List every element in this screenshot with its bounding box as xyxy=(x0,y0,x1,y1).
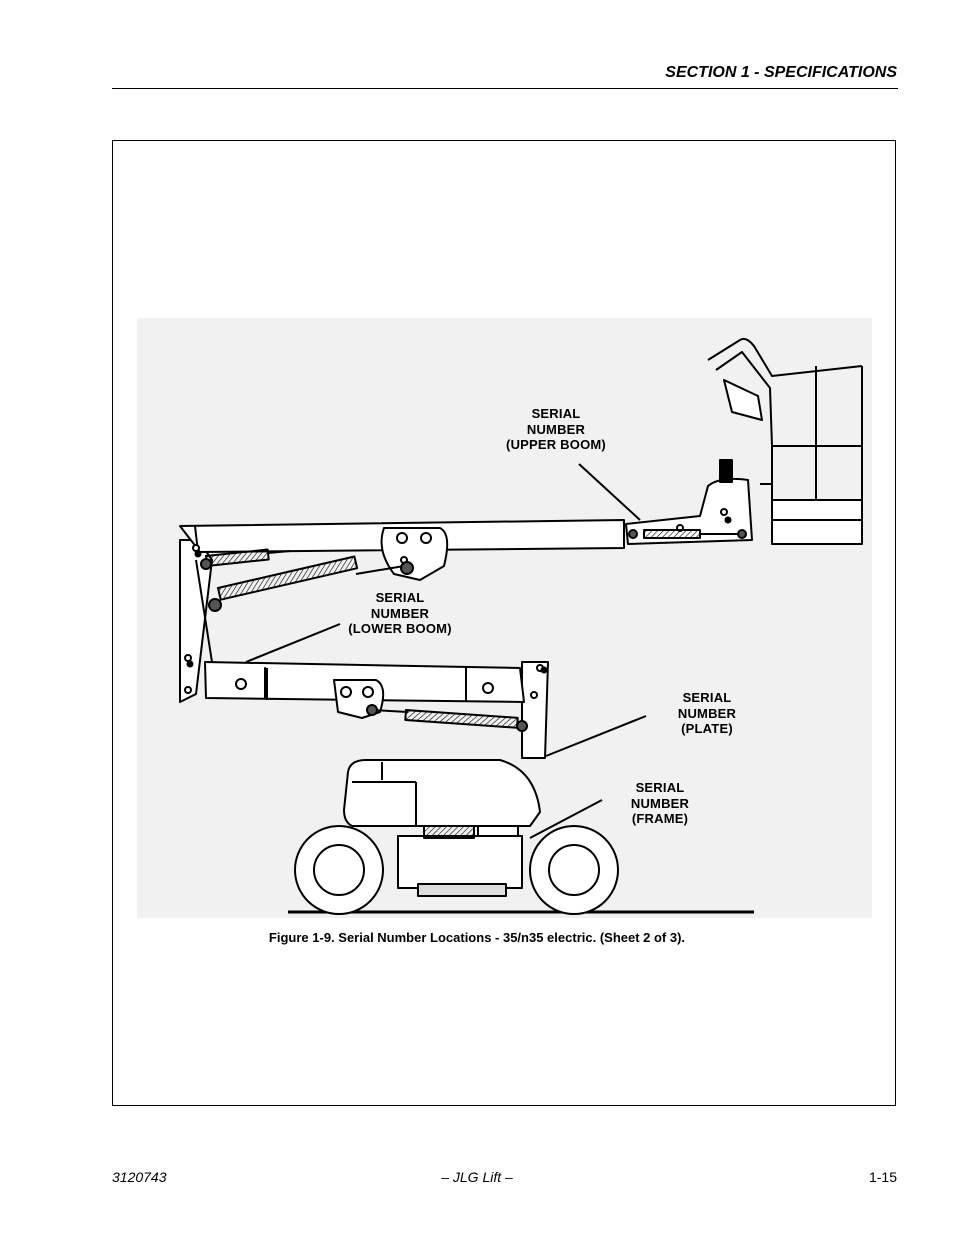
page-number: 1-15 xyxy=(868,1169,897,1185)
callout-frame: SERIAL NUMBER (FRAME) xyxy=(615,780,705,827)
callout-plate-line1: SERIAL xyxy=(682,690,732,705)
callout-lower-boom: SERIAL NUMBER (LOWER BOOM) xyxy=(340,590,460,637)
callout-lower-boom-line2: NUMBER xyxy=(370,605,430,621)
section-title: SECTION 1 - SPECIFICATIONS xyxy=(665,64,897,81)
footer-brand: – JLG Lift – xyxy=(441,1169,513,1185)
callout-upper-boom-line2: NUMBER xyxy=(526,421,586,437)
callout-lower-boom-line1: SERIAL xyxy=(375,590,425,605)
callout-plate-line2: NUMBER xyxy=(677,705,737,721)
callout-plate-line3: (PLATE) xyxy=(681,721,733,736)
callout-frame-line3: (FRAME) xyxy=(631,811,689,826)
callout-upper-boom: SERIAL NUMBER (UPPER BOOM) xyxy=(496,406,616,453)
callout-upper-boom-line1: SERIAL xyxy=(531,406,581,421)
callout-frame-line1: SERIAL xyxy=(635,780,685,795)
callout-frame-line2: NUMBER xyxy=(630,795,690,811)
doc-number: 3120743 xyxy=(112,1169,167,1185)
figure-caption: Figure 1-9. Serial Number Locations - 35… xyxy=(268,930,686,945)
figure-frame xyxy=(112,140,896,1106)
callout-lower-boom-line3: (LOWER BOOM) xyxy=(348,621,452,636)
callout-upper-boom-line3: (UPPER BOOM) xyxy=(506,437,606,452)
header-rule xyxy=(112,88,898,89)
callout-plate: SERIAL NUMBER (PLATE) xyxy=(662,690,752,737)
boom-lift-illustration xyxy=(137,318,872,918)
